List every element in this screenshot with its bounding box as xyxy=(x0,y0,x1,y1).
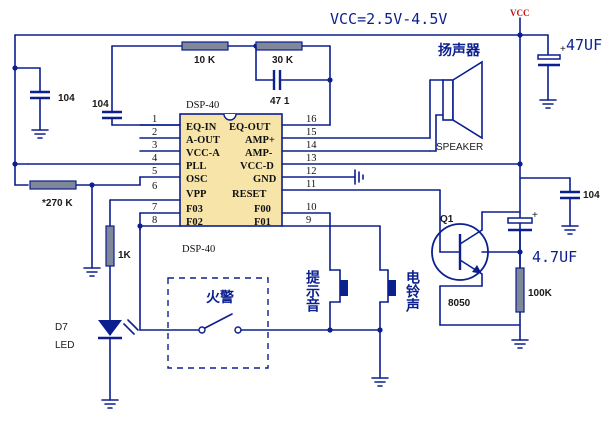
pin-14-num: 14 xyxy=(306,140,317,151)
c-471-label: 47 1 xyxy=(270,96,290,107)
pin-16-name: EQ-OUT xyxy=(229,122,270,133)
pin-3-name: VCC-A xyxy=(186,148,220,159)
pin-5-name: OSC xyxy=(186,174,208,185)
svg-text:+: + xyxy=(560,44,566,55)
pin-8-num: 8 xyxy=(152,215,157,226)
pin-12-num: 12 xyxy=(306,166,317,177)
fire-alarm-wiring: 火警 xyxy=(137,212,381,369)
pin-8-name: F02 xyxy=(186,217,203,228)
pin-1-num: 1 xyxy=(152,114,157,125)
pin-7-name: F03 xyxy=(186,204,203,215)
reset-network: + 4.7UF 100K Q1 8050 xyxy=(431,189,577,349)
chip-name-bottom: DSP-40 xyxy=(182,244,215,255)
pin-7-num: 7 xyxy=(152,202,157,213)
capacitor-104-mid: 104 xyxy=(92,45,181,126)
pin-10-name: F00 xyxy=(254,204,271,215)
prompt-tone-label: 提示音 xyxy=(304,270,320,313)
led-branch: 1K D7 LED xyxy=(55,199,139,409)
pin-11-num: 11 xyxy=(306,179,316,190)
q1-label: Q1 xyxy=(440,214,454,225)
speaker: 扬声器 SPEAKER xyxy=(429,42,483,153)
chip-name-top: DSP-40 xyxy=(186,100,219,111)
gnd-symbol xyxy=(354,169,364,185)
led-label: LED xyxy=(55,340,74,351)
led-ref-label: D7 xyxy=(55,322,68,333)
pin-15-name: AMP+ xyxy=(245,135,275,146)
pin-5-num: 5 xyxy=(152,166,157,177)
speaker-en-label: SPEAKER xyxy=(436,142,483,153)
cap-104-left-label: 104 xyxy=(58,93,75,104)
pin-10-num: 10 xyxy=(306,202,317,213)
svg-text:+: + xyxy=(532,210,538,221)
pin-11-name: RESET xyxy=(232,189,266,200)
pin-12-name: GND xyxy=(253,174,277,185)
speaker-cn-label: 扬声器 xyxy=(438,42,481,59)
q1-part-label: 8050 xyxy=(448,298,471,309)
cap-104-right-label: 104 xyxy=(583,190,600,201)
cap-4-7uf-label: 4.7UF xyxy=(532,248,577,266)
pin-13-num: 13 xyxy=(306,153,317,164)
pin-4-num: 4 xyxy=(152,153,158,164)
pin-9-num: 9 xyxy=(306,215,311,226)
cap-104-mid-label: 104 xyxy=(92,99,109,110)
vcc-label: VCC xyxy=(510,8,530,18)
r-1k-label: 1K xyxy=(118,250,132,261)
resistor-270k: *270 K xyxy=(12,161,77,209)
pin-14-name: AMP- xyxy=(245,148,273,159)
vpp-ground xyxy=(83,182,101,277)
capacitor-104-right: 104 xyxy=(517,161,600,235)
pin-1-name: EQ-IN xyxy=(186,122,217,133)
fire-alarm-label: 火警 xyxy=(206,289,234,306)
pin-3-num: 3 xyxy=(152,140,157,151)
pin-15-num: 15 xyxy=(306,127,317,138)
r-10k-label: 10 K xyxy=(194,55,216,66)
chip-dsp40: DSP-40 DSP-40 xyxy=(27,100,521,255)
r-100k-label: 100K xyxy=(528,288,553,299)
pin-6-name: VPP xyxy=(186,189,207,200)
doorbell-label: 电铃声 xyxy=(404,269,421,313)
pin-2-num: 2 xyxy=(152,127,157,138)
r-270k-label: *270 K xyxy=(42,198,73,209)
pin-9-name: F01 xyxy=(254,217,271,228)
r-30k-label: 30 K xyxy=(272,55,294,66)
cap-47uf-label: 47UF xyxy=(566,36,602,54)
pin-6-num: 6 xyxy=(152,181,157,192)
capacitor-47uf: + 47UF xyxy=(537,36,602,109)
feedback-network: 10 K 30 K 47 1 xyxy=(111,41,333,126)
pin-13-name: VCC-D xyxy=(240,161,274,172)
pin-16-num: 16 xyxy=(306,114,317,125)
supply-voltage-label: VCC=2.5V-4.5V xyxy=(330,10,447,28)
pin-2-name: A-OUT xyxy=(186,135,220,146)
push-buttons: 提示音 电铃声 xyxy=(304,212,421,387)
capacitor-104-left: 104 xyxy=(12,65,75,139)
pin-4-name: PLL xyxy=(186,161,206,172)
